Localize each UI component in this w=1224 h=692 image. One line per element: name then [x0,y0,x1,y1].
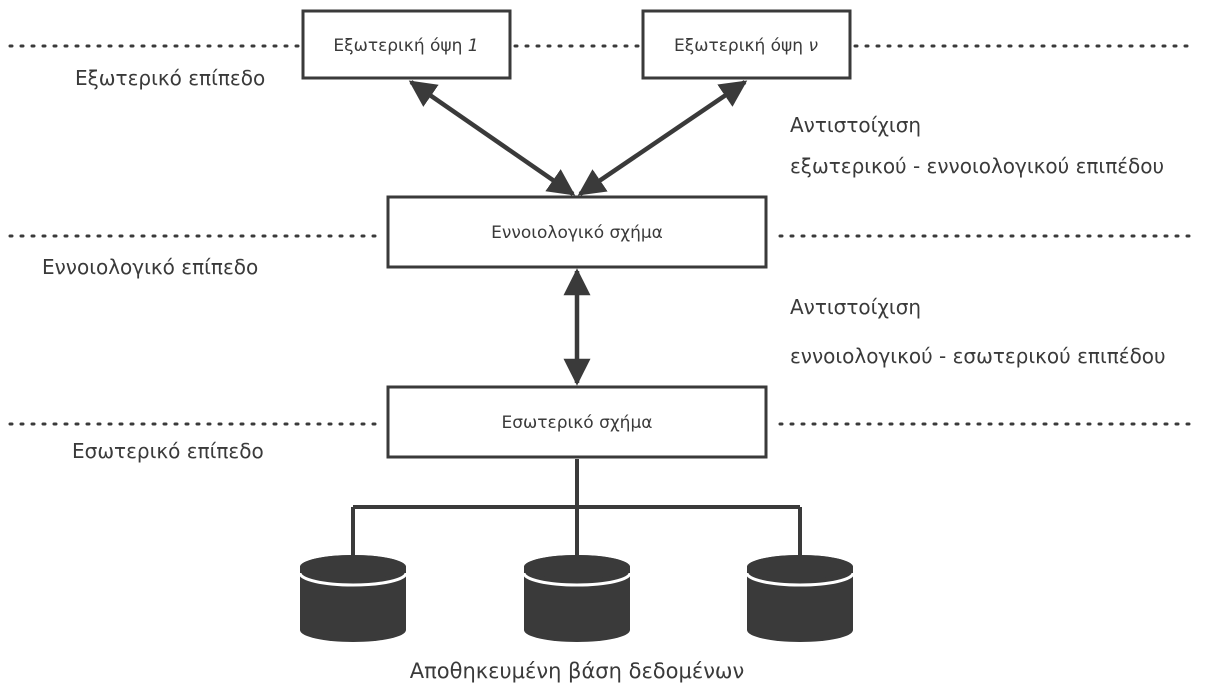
database-icon-3 [745,555,855,642]
mapping-external-conceptual-line2: εξωτερικού - εννοιολογικού επιπέδου [790,154,1164,178]
mapping-conceptual-internal-line1: Αντιστοίχιση [790,295,921,319]
mapping-arrows [408,80,748,386]
conceptual-schema: Εννοιολογικό σχήμα [386,195,768,269]
mapping-external-conceptual-line1: Αντιστοίχιση [790,113,921,137]
database-icon-2 [522,555,632,642]
external-view-1: Εξωτερική όψη 1 [301,9,512,80]
stored-database-label: Αποθηκευμένη βάση δεδομένων [410,659,745,683]
mapping-conceptual-internal-line2: εννοιολογικού - εσωτερικού επιπέδου [790,344,1166,368]
internal-schema-label: Εσωτερικό σχήμα [502,413,653,433]
arrow-external-1-conceptual [408,80,576,196]
external-view-n: Εξωτερική όψη ν [641,9,852,80]
external-view-1-label: Εξωτερική όψη 1 [333,36,478,56]
level-label-internal: Εσωτερικό επίπεδο [72,439,264,463]
conceptual-schema-label: Εννοιολογικό σχήμα [491,223,663,243]
arrow-external-n-conceptual [577,80,748,196]
database-connector [351,459,802,561]
level-separators [8,44,1197,426]
internal-schema-box [386,385,768,459]
level-label-conceptual: Εννοιολογικό επίπεδο [42,255,258,279]
database-icon-1 [298,555,408,642]
conceptual-schema-box [386,195,768,269]
external-view-1-box [301,9,512,80]
external-view-n-box [641,9,852,80]
level-label-external: Εξωτερικό επίπεδο [75,66,265,90]
external-view-n-label: Εξωτερική όψη ν [674,36,818,56]
internal-schema: Εσωτερικό σχήμα [386,385,768,459]
